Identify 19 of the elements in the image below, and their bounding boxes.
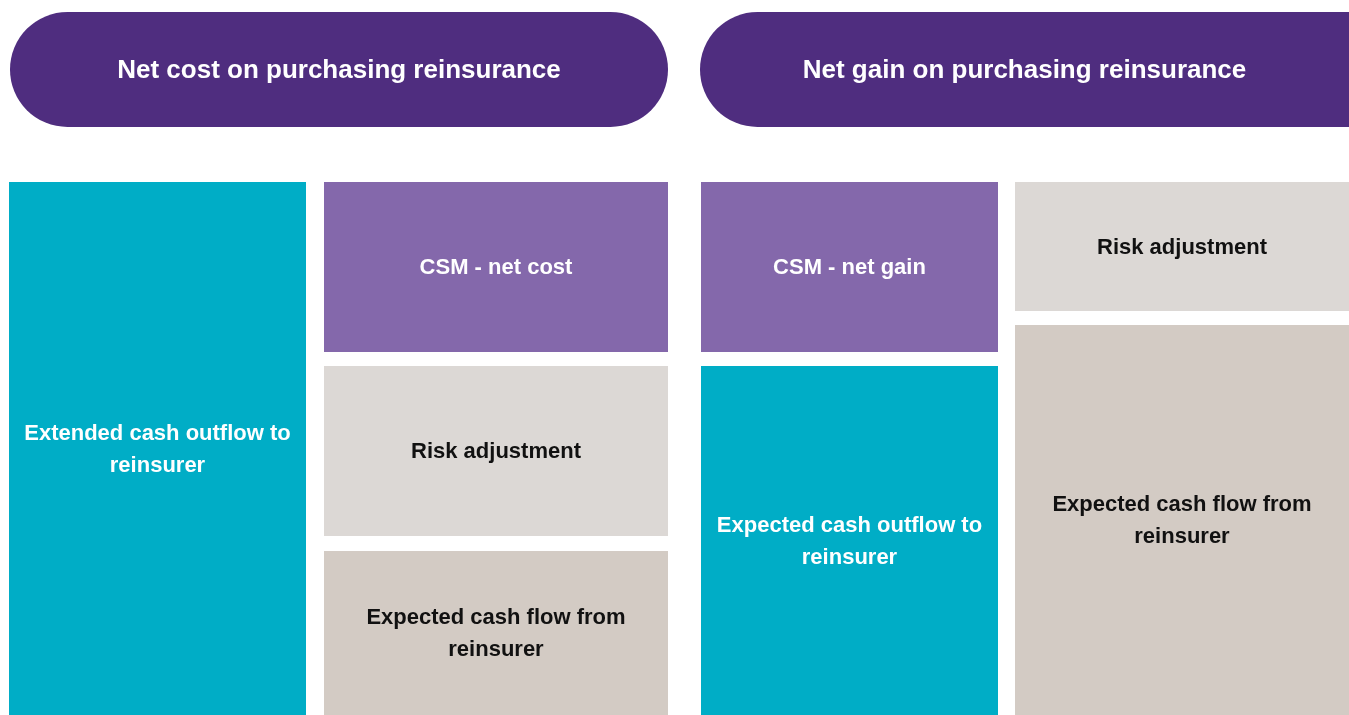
component-block xyxy=(324,182,668,352)
block-label: Expected cash outflow to reinsurer xyxy=(715,510,984,571)
header-pill xyxy=(700,12,1349,127)
block-label: Risk adjustment xyxy=(1097,232,1267,261)
component-block xyxy=(701,366,998,715)
block-label: CSM - net gain xyxy=(773,253,926,282)
block-label: Expected cash flow from reinsurer xyxy=(365,603,627,663)
component-block xyxy=(1015,325,1349,715)
component-block xyxy=(9,182,306,715)
component-block xyxy=(701,182,998,352)
header-text: Net gain on purchasing reinsurance xyxy=(802,54,1247,85)
block-label: CSM - net cost xyxy=(419,253,573,282)
block-label: Risk adjustment xyxy=(411,437,581,466)
component-block xyxy=(324,551,668,715)
header-text: Net cost on purchasing reinsurance xyxy=(117,54,561,85)
block-label: Expected cash flow from reinsurer xyxy=(1051,490,1313,550)
component-block xyxy=(324,366,668,536)
block-label: Extended cash outflow to reinsurer xyxy=(23,418,292,479)
component-block xyxy=(1015,182,1349,311)
